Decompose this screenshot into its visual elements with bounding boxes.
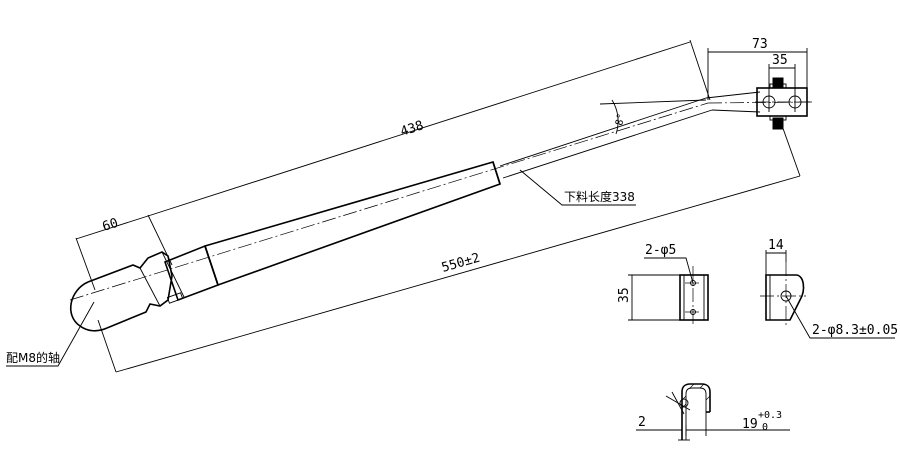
fastener-line-2 xyxy=(671,391,685,415)
channel-hatch-3 xyxy=(689,383,695,389)
end-bracket xyxy=(755,77,812,130)
side-dim-text: 14 xyxy=(768,238,784,253)
head-clip xyxy=(166,292,184,304)
channel-hatch-5 xyxy=(705,395,711,401)
detail-section-view: 2 19 +0.3 0 xyxy=(636,383,790,441)
bolt-bottom xyxy=(772,117,784,130)
side-holes-text: 2-φ8.3±0.05 xyxy=(812,323,898,338)
rod-upper-1 xyxy=(499,97,707,167)
dim-438-text: 438 xyxy=(399,118,426,140)
head-inner-line-1 xyxy=(139,267,161,307)
arm-centerline xyxy=(69,102,709,301)
dim-73-text: 73 xyxy=(752,37,768,52)
dim-35-text: 35 xyxy=(772,53,788,68)
section-width-tol-upper: +0.3 xyxy=(758,410,782,421)
dim-550-text: 550±2 xyxy=(440,251,482,276)
wiper-arm-assembly xyxy=(69,91,813,332)
dim-60-ext-left xyxy=(75,237,96,291)
arm-head-body xyxy=(87,251,173,329)
side-plate xyxy=(765,274,805,321)
rod-lower-2 xyxy=(711,109,761,113)
section-width-base: 19 xyxy=(742,417,758,432)
front-plate xyxy=(679,274,709,321)
arm-socket xyxy=(163,244,220,302)
dim-angle-ext xyxy=(599,99,707,105)
dim-438-ext-right xyxy=(689,39,711,101)
channel-hatch-4 xyxy=(699,383,705,389)
detail-front-view: 35 2-φ5 xyxy=(617,243,709,326)
section-width-tol-lower: 0 xyxy=(762,422,768,433)
dim-550-ext-left xyxy=(97,319,117,373)
rod-upper-2 xyxy=(705,91,761,99)
channel-outer xyxy=(681,383,711,440)
dim-550-line xyxy=(115,175,801,373)
dim-438-line xyxy=(147,41,691,217)
bolt-bottom-head xyxy=(769,115,787,121)
front-holes-leader xyxy=(644,257,694,284)
arm-head-end xyxy=(70,281,108,332)
arm-taper-end xyxy=(492,161,501,185)
note-cut-length: 下料长度338 xyxy=(564,189,635,204)
channel-inner xyxy=(685,387,707,440)
note-shaft: 配M8的轴 xyxy=(6,350,60,365)
front-dim-text: 35 xyxy=(617,287,632,303)
dim-angle-text: 8° xyxy=(614,113,627,127)
dim-60-text: 60 xyxy=(101,216,121,235)
bolt-top xyxy=(772,77,784,88)
section-thickness-text: 2 xyxy=(638,415,646,430)
rod-lower-1 xyxy=(502,109,713,179)
rod-centerline-2 xyxy=(707,101,813,104)
dim-438-ext-left xyxy=(147,214,173,266)
head-inner-line-2 xyxy=(161,251,185,298)
front-holes-text: 2-φ5 xyxy=(645,243,676,258)
side-holes-leader xyxy=(785,295,895,339)
fastener-hole xyxy=(679,398,689,408)
bolt-top-head xyxy=(769,83,787,89)
dim-angle-arc xyxy=(611,99,619,135)
leader-shaft xyxy=(6,301,95,367)
dim-550-ext-right xyxy=(779,119,801,177)
dim-60-line xyxy=(75,215,149,240)
dimension-lines: 438 60 550±2 73 35 8° 下料长度338 配M8的轴 xyxy=(6,37,808,373)
leader-cut-length xyxy=(519,169,636,206)
detail-side-view: 14 2-φ8.3±0.05 xyxy=(760,238,898,339)
